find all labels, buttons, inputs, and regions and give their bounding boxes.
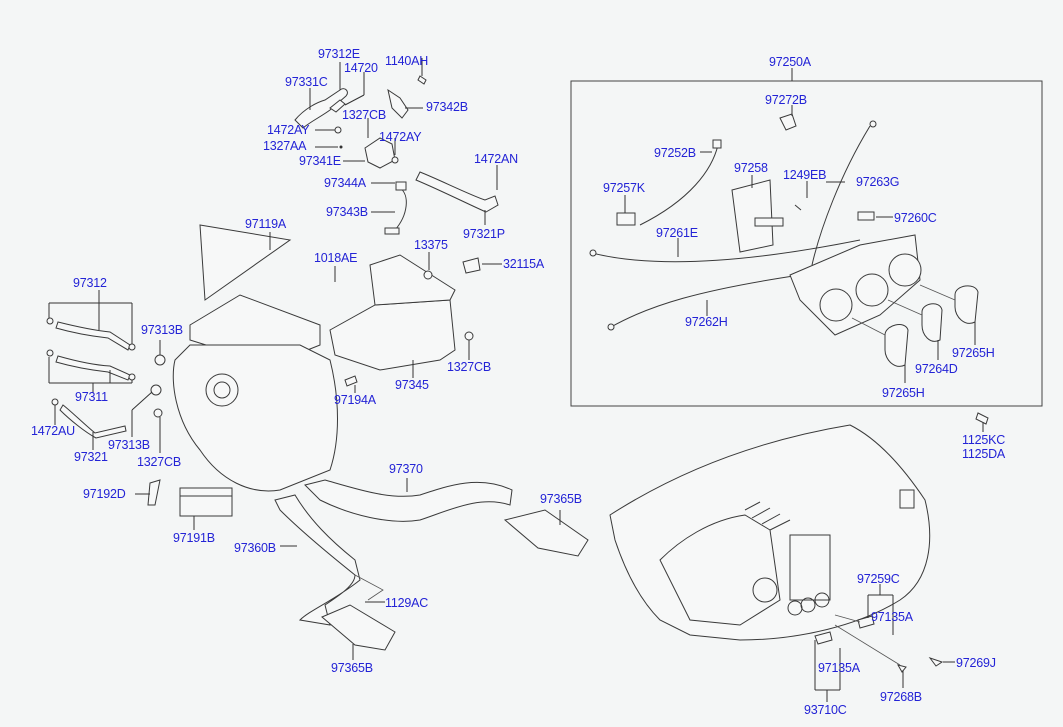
label-97321: 97321 [74,450,108,464]
label-97194A: 97194A [334,393,376,407]
label-1129AC: 1129AC [385,596,429,610]
label-97313B-b: 97313B [108,438,150,452]
label-97331C: 97331C [285,75,328,89]
label-1327CB-left: 1327CB [137,455,181,469]
label-93710C: 93710C [804,703,847,717]
label-97360B: 97360B [234,541,276,555]
label-97192D: 97192D [83,487,126,501]
label-97261E: 97261E [656,226,698,240]
label-14720: 14720 [344,61,378,75]
label-97311: 97311 [75,390,108,404]
label-97257K: 97257K [603,181,645,195]
label-97260C: 97260C [894,211,937,225]
water-valve-group [294,58,499,235]
label-1125KC: 1125KC [962,433,1006,447]
label-97344A: 97344A [324,176,366,190]
dashboard [609,412,989,673]
label-1472AU: 1472AU [31,424,75,438]
label-97272B: 97272B [765,93,807,107]
label-97191B: 97191B [173,531,215,545]
label-97343B: 97343B [326,205,368,219]
label-97342B: 97342B [426,100,468,114]
label-97268B: 97268B [880,690,922,704]
control-assembly-frame [570,80,1043,407]
label-97265H-a: 97265H [952,346,995,360]
label-97264D: 97264D [915,362,958,376]
label-97365B-a: 97365B [540,492,582,506]
label-97250A: 97250A [769,55,811,69]
label-1125DA: 1125DA [962,447,1006,461]
label-97259C: 97259C [857,572,900,586]
label-97312: 97312 [73,276,107,290]
label-1327AA: 1327AA [263,139,307,153]
label-32115A: 32115A [503,257,544,271]
label-97341E: 97341E [299,154,341,168]
label-97262H: 97262H [685,315,728,329]
label-1472AY-b: 1472AY [379,130,422,144]
label-1472AN: 1472AN [474,152,518,166]
label-97345: 97345 [395,378,429,392]
label-97365B-b: 97365B [331,661,373,675]
label-1018AE: 1018AE [314,251,358,265]
control-assembly-parts [589,113,979,367]
label-97135A-a: 97135A [871,610,913,624]
label-97135A-b: 97135A [818,661,860,675]
label-97252B: 97252B [654,146,696,160]
label-1249EB: 1249EB [783,168,827,182]
label-97370: 97370 [389,462,423,476]
label-97263G: 97263G [856,175,900,189]
label-13375: 13375 [414,238,448,252]
rear-ducts [274,479,589,651]
label-1472AY-a: 1472AY [267,123,310,137]
label-97269J: 97269J [956,656,996,670]
label-97321P: 97321P [463,227,505,241]
label-1327CB-top: 1327CB [342,108,386,122]
label-1140AH: 1140AH [385,54,429,68]
label-97313B-a: 97313B [141,323,183,337]
label-97265H-b: 97265H [882,386,925,400]
label-97312E: 97312E [318,47,360,61]
label-1327CB-duct: 1327CB [447,360,491,374]
label-97119A: 97119A [245,217,286,231]
heater-unit [46,224,338,517]
duct-97345 [329,254,481,387]
label-97258: 97258 [734,161,768,175]
